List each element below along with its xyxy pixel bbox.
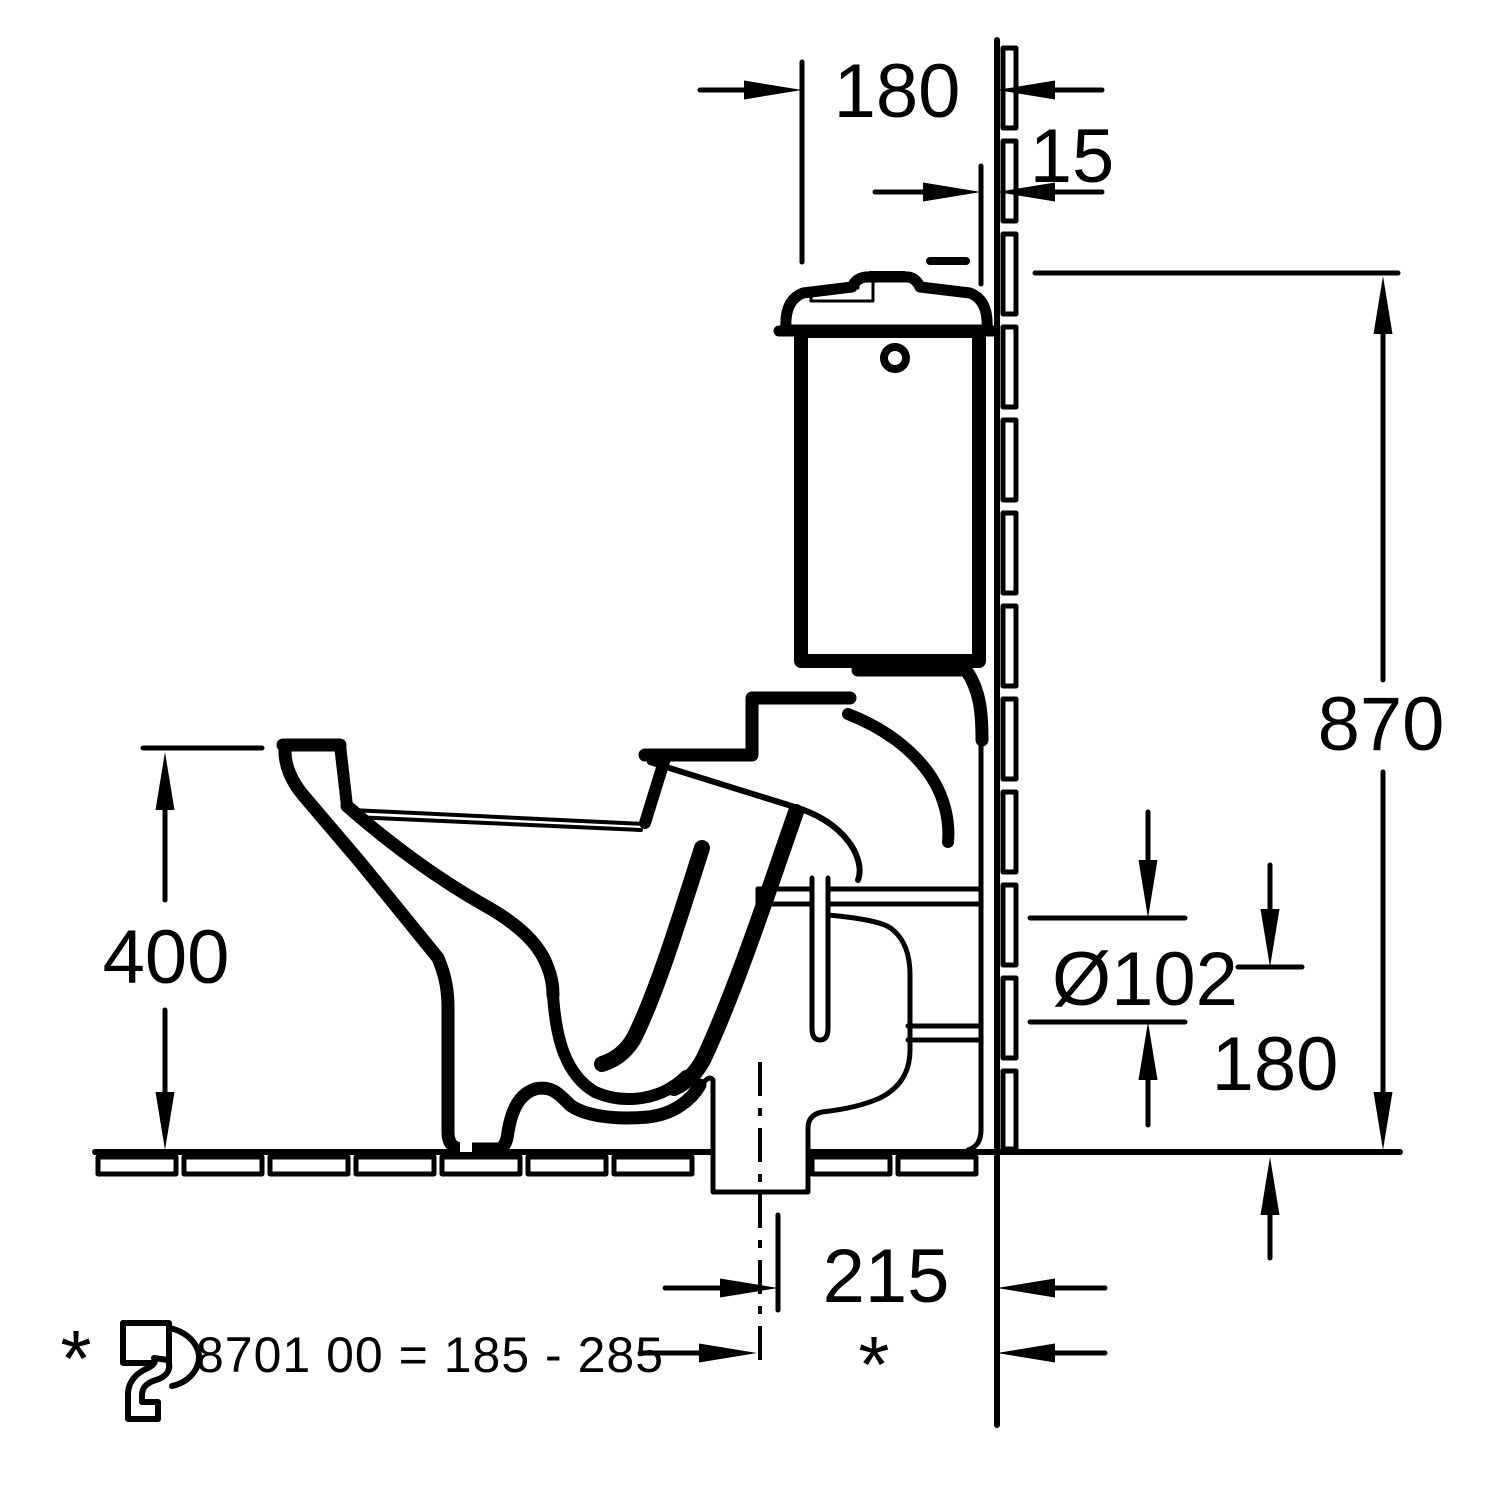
arrowhead-left [997,1278,1055,1298]
trapway-front-wall [594,840,710,1072]
cistern-hole [880,343,910,373]
vario-connector-icon [120,1320,202,1422]
dim-overall-height-870: 870 [1032,270,1445,1150]
dim-label-rim-height: 400 [103,915,230,1000]
wall-tile [1000,1068,1019,1152]
wall-tile [1000,324,1019,410]
arrowhead-up [1260,1157,1280,1215]
dim-wall-gap-15: 15 [872,114,1115,287]
floor-tile [181,1154,265,1177]
wall-tile-hatching [1000,45,1019,1152]
vario-icon-hook [125,1355,173,1422]
rear-deck-step [638,691,857,762]
outlet-elbow-outline [805,912,913,1193]
floor-tile [439,1154,523,1177]
arrowhead-right [720,1278,778,1298]
wall-tile [1000,231,1019,317]
arrowhead-up [155,752,175,810]
vario-note-text: 8701 00 = 185 - 285 [196,1327,664,1383]
floor-tile [895,1154,979,1177]
arrowhead-right [923,182,981,202]
arrowhead-right [699,1343,757,1363]
trapway-channel-top [647,759,801,811]
outlet-pipe-left-edge [697,1075,716,1193]
cistern-lid [780,271,993,336]
flush-lever-highlight [809,276,875,303]
floor-tile [267,1154,351,1177]
bowl-outer-profile [278,741,707,1156]
bowl-sump-inner [547,989,692,1105]
dim-rim-height-400: 400 [103,745,265,1150]
dim-label-outlet-height: 180 [1212,1022,1339,1107]
wall-tile [1000,138,1019,224]
arrowhead-down [1260,909,1280,967]
cistern [773,257,1000,668]
dim-label-overall-height: 870 [1318,682,1445,767]
outlet-connector-strip [809,875,831,1043]
dim-label-wall-gap: 15 [1030,114,1115,199]
arrowhead-down [1373,1092,1393,1150]
arrowhead-down [155,1092,175,1150]
floor-tile [525,1154,609,1177]
floor-tile [95,1154,179,1177]
bowl [276,663,989,1156]
arrowhead-up [1373,276,1393,334]
wall-tile [1000,975,1019,1061]
vario-icon-bend-arc [167,1325,202,1389]
dim-outlet-height-180: 180 [1212,862,1339,1261]
asterisk-left: * [60,1314,91,1403]
floor-tile [809,1154,893,1177]
arrowhead-up [1138,1022,1158,1080]
floor-tile-hatching [95,1154,979,1177]
bowl-foot-fixing-notch [460,1141,472,1152]
wall-tile [1000,603,1019,689]
wall-tile [1000,510,1019,596]
asterisk-under-215: * [858,1320,889,1409]
outlet-assembly [697,875,983,1372]
dim-outlet-diameter-102: Ø102 [1027,809,1238,1128]
floor-tile [611,1154,695,1177]
wall-tile [1000,789,1019,875]
flush-channel-curve [842,708,955,848]
wall-tile [1000,696,1019,782]
trapway-back-wall [666,804,804,1096]
dim-label-outlet-distance: 215 [823,1234,950,1319]
arrowhead-left [997,1343,1055,1363]
cistern-body [794,324,986,668]
arrowhead-down [1138,860,1158,918]
arrowhead-left [997,182,1055,202]
arrowhead-left [997,80,1055,100]
rim-shelf-line-lower [351,815,643,832]
wall-section [994,37,1019,1428]
vario-outlet-note: * 8701 00 = 185 - 285 [60,1314,1108,1422]
wall-tile [1000,417,1019,503]
ceramic-rear-foot [965,1127,984,1153]
arrowhead-right [744,80,802,100]
floor-tile [353,1154,437,1177]
dim-top-offset-180: 180 [697,49,1105,265]
dim-label-top-offset: 180 [834,49,961,134]
floor-section [92,1149,1403,1177]
dim-label-outlet-diameter: Ø102 [1052,937,1238,1022]
dim-outlet-distance-215: 215 * [662,1212,1108,1409]
rear-deck-right [851,663,989,747]
wall-tile [1000,882,1019,968]
trapway [594,759,863,1096]
rim-shelf-line-upper [349,808,647,826]
trapway-channel-top-curve [795,805,863,883]
bowl-inner-front-wall [340,799,560,1002]
bowl-inner-rim-edge [334,739,353,812]
